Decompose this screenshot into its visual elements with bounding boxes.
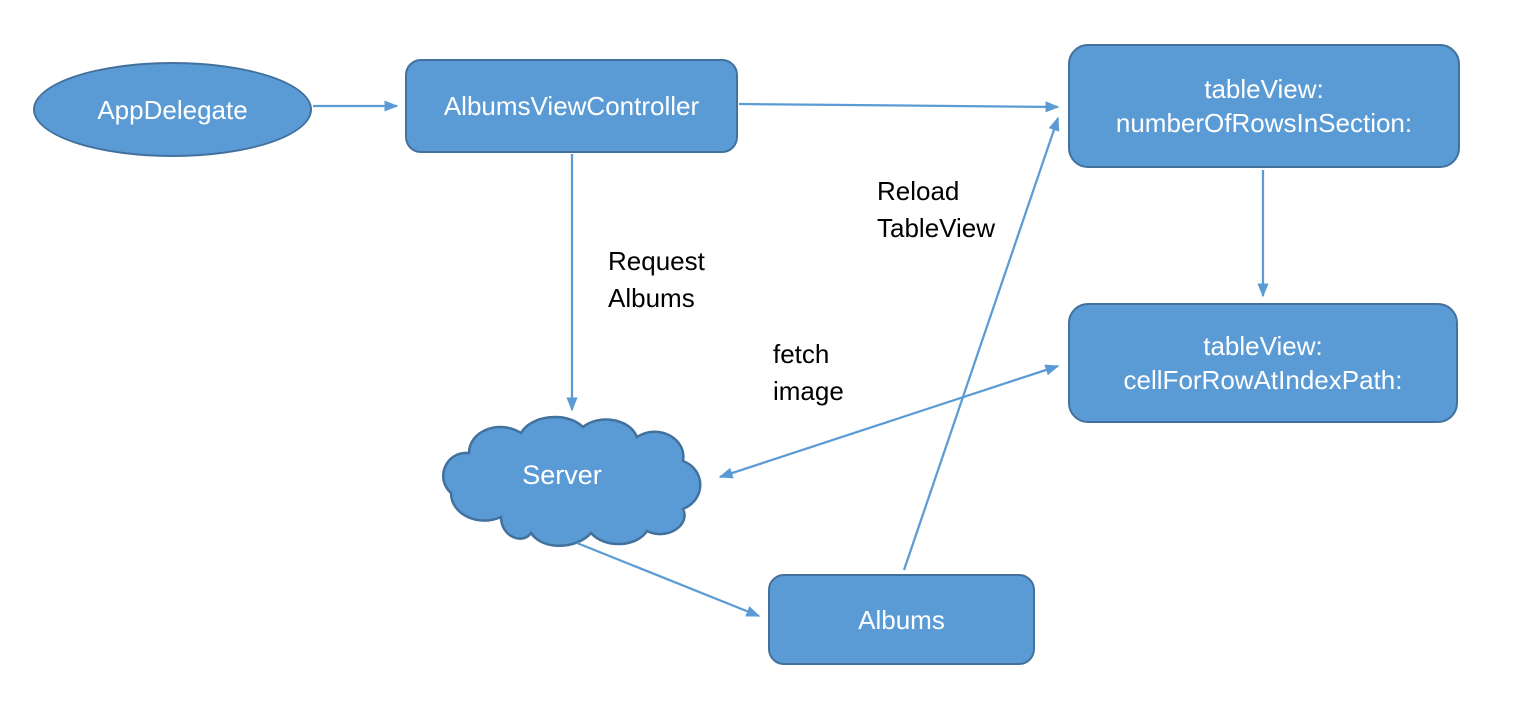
arrow-fetch-image-bidirectional (718, 364, 1060, 479)
node-albums-label: Albums (858, 604, 945, 635)
node-albums: Albums (768, 574, 1035, 665)
node-tableview-cellforrowatindexpath: tableView: cellForRowAtIndexPath: (1068, 303, 1458, 423)
server-cloud-outline (441, 415, 702, 547)
edge-label-request-albums: Request Albums (608, 246, 705, 313)
arrow-albums-to-numberofrows (902, 116, 1060, 571)
edge-label-reload-tableview: Reload TableView (877, 176, 996, 243)
edge-label-fetch-image: fetch image (773, 339, 844, 406)
node-app-delegate: AppDelegate (33, 62, 312, 157)
node-tableview-cellforrowatindexpath-label: tableView: cellForRowAtIndexPath: (1123, 331, 1403, 395)
node-tableview-numberofrowsinsection: tableView: numberOfRowsInSection: (1068, 44, 1460, 168)
node-albums-view-controller-label: AlbumsViewController (443, 91, 700, 121)
cloud-shape (441, 415, 702, 547)
node-server-label: Server (522, 460, 602, 490)
arrow-albumsviewcontroller-to-numberofrows (738, 101, 1060, 113)
arrow-server-to-albums (576, 541, 761, 618)
node-tableview-numberofrowsinsection-label: tableView: numberOfRowsInSection: (1115, 74, 1413, 138)
node-app-delegate-label: AppDelegate (97, 94, 248, 125)
node-albums-view-controller: AlbumsViewController (405, 59, 738, 153)
